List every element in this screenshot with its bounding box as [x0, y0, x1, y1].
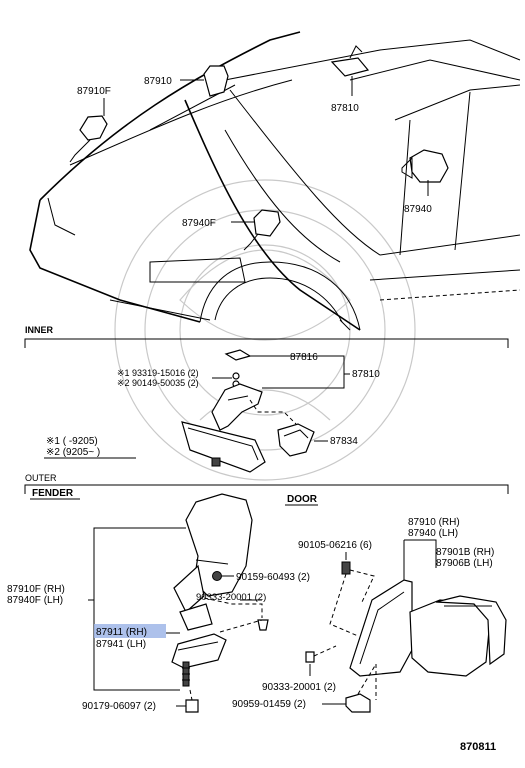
fender-mirror-base: [171, 633, 227, 687]
inner-dashed-assembly: [249, 399, 297, 425]
rearview-mirror-87810: [181, 383, 266, 473]
callout-base-rh: 87911 (RH): [96, 627, 147, 638]
callout-87834: 87834: [330, 436, 358, 447]
callout-87940F: 87940F: [182, 218, 216, 229]
mirror-87810-car: [330, 45, 370, 77]
door-bracket-line-b: [404, 539, 437, 568]
fender-nut: [212, 571, 222, 581]
callout-door-bracket: 90959-01459 (2): [232, 699, 306, 710]
callout-door-lh: 87940 (LH): [408, 528, 458, 539]
mirror-87940F-car: [243, 209, 281, 251]
callout-87810: 87810: [331, 103, 359, 114]
callout-87816: 87816: [290, 352, 318, 363]
highlight-87911: [94, 624, 166, 638]
section-fender-label: FENDER: [32, 488, 74, 499]
callout-87940: 87940: [404, 204, 432, 215]
callout-door-rh: 87910 (RH): [408, 517, 460, 528]
section-outer-label: OUTER: [25, 473, 57, 483]
mirror-87910-car: [203, 65, 229, 97]
callout-87910: 87910: [144, 76, 172, 87]
callout-glass-rh: 87901B (RH): [436, 547, 494, 558]
cover-87834: [277, 423, 315, 457]
legend-row-1: ※1 ( -9205): [46, 436, 98, 447]
fender-dashed-assembly: [189, 597, 263, 701]
callout-glass-lh: 87906B (LH): [436, 558, 493, 569]
callout-door-clip: 90333-20001 (2): [262, 682, 336, 693]
callout-screw1: ※1 93319-15016 (2): [117, 368, 199, 378]
door-mirror-87910: [349, 579, 507, 677]
callout-bolt: 90179-06097 (2): [82, 701, 156, 712]
fender-bracket: [93, 527, 186, 691]
callout-screw2: ※2 90149-50035 (2): [117, 378, 199, 388]
section-inner-label: INNER: [25, 325, 54, 335]
callout-fender-lh: 87940F (LH): [7, 595, 63, 606]
door-clip: [305, 651, 315, 663]
section-door-label: DOOR: [287, 494, 318, 505]
figure-number: 870811: [460, 741, 496, 753]
callout-base-lh: 87941 (LH): [96, 639, 146, 650]
legend-row-2: ※2 (9205~ ): [46, 447, 100, 458]
section-inner-bracket: [24, 338, 509, 348]
section-outer-bracket: [24, 484, 509, 494]
callout-nut: 90159-60493 (2): [236, 572, 310, 583]
fender-mirror-87910F: [173, 493, 253, 631]
door-dashed-assembly: [313, 569, 377, 700]
car-body-outline: [29, 31, 521, 331]
door-screw: [341, 561, 351, 575]
callout-87810-inner: 87810: [352, 369, 380, 380]
mirror-87940-car: [401, 149, 449, 183]
callout-door-screw: 90105-06216 (6): [298, 540, 372, 551]
fender-clip: [257, 619, 269, 631]
mirror-87910F-car: [69, 115, 108, 163]
callout-clip-fender: 90333-20001 (2): [196, 592, 266, 603]
legend: ※1 ( -9205) ※2 (9205~ ): [44, 436, 136, 459]
leader-87810-inner: [262, 355, 345, 389]
fender-bolt: [185, 699, 199, 713]
pad-87816: [224, 349, 252, 361]
callout-fender-rh: 87910F (RH): [7, 584, 65, 595]
door-bracket: [345, 693, 371, 713]
callout-87910F: 87910F: [77, 86, 111, 97]
